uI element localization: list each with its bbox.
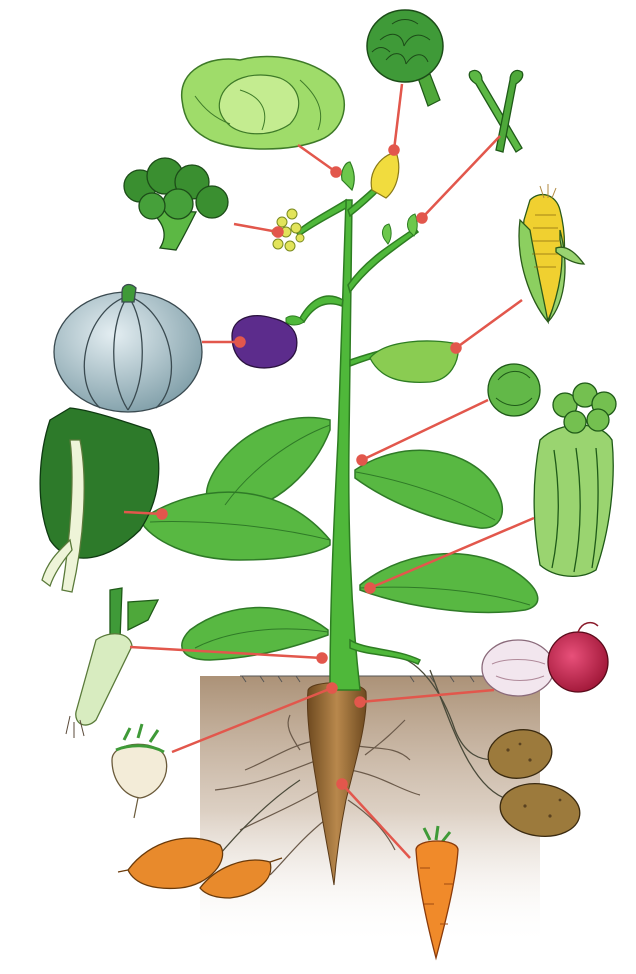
corn-icon (519, 184, 584, 322)
celery-icon (534, 383, 616, 576)
cabbage-icon (182, 57, 345, 149)
stem-pod (370, 341, 458, 382)
leek-icon (66, 588, 158, 738)
artichoke-icon (367, 10, 443, 106)
broccoli-icon (124, 158, 228, 250)
main-stem (330, 200, 360, 690)
pumpkin-icon (54, 285, 202, 412)
soil (200, 676, 540, 946)
leaf-mid-left (140, 492, 330, 560)
connector-artichoke (394, 84, 402, 150)
leaf-low-right (360, 554, 538, 613)
stem-tip-bud (342, 162, 355, 190)
chard-icon (40, 408, 159, 592)
leaf-mid-right (355, 450, 502, 528)
flower-bud (371, 152, 399, 198)
connector-asparagus (422, 136, 500, 218)
connector-cabbage (298, 145, 336, 172)
brussels-sprout-icon (488, 364, 540, 416)
connector-broccoli (234, 224, 278, 232)
onion-icon (482, 623, 608, 696)
connector-corn (456, 300, 522, 348)
turnip-icon (112, 724, 167, 818)
